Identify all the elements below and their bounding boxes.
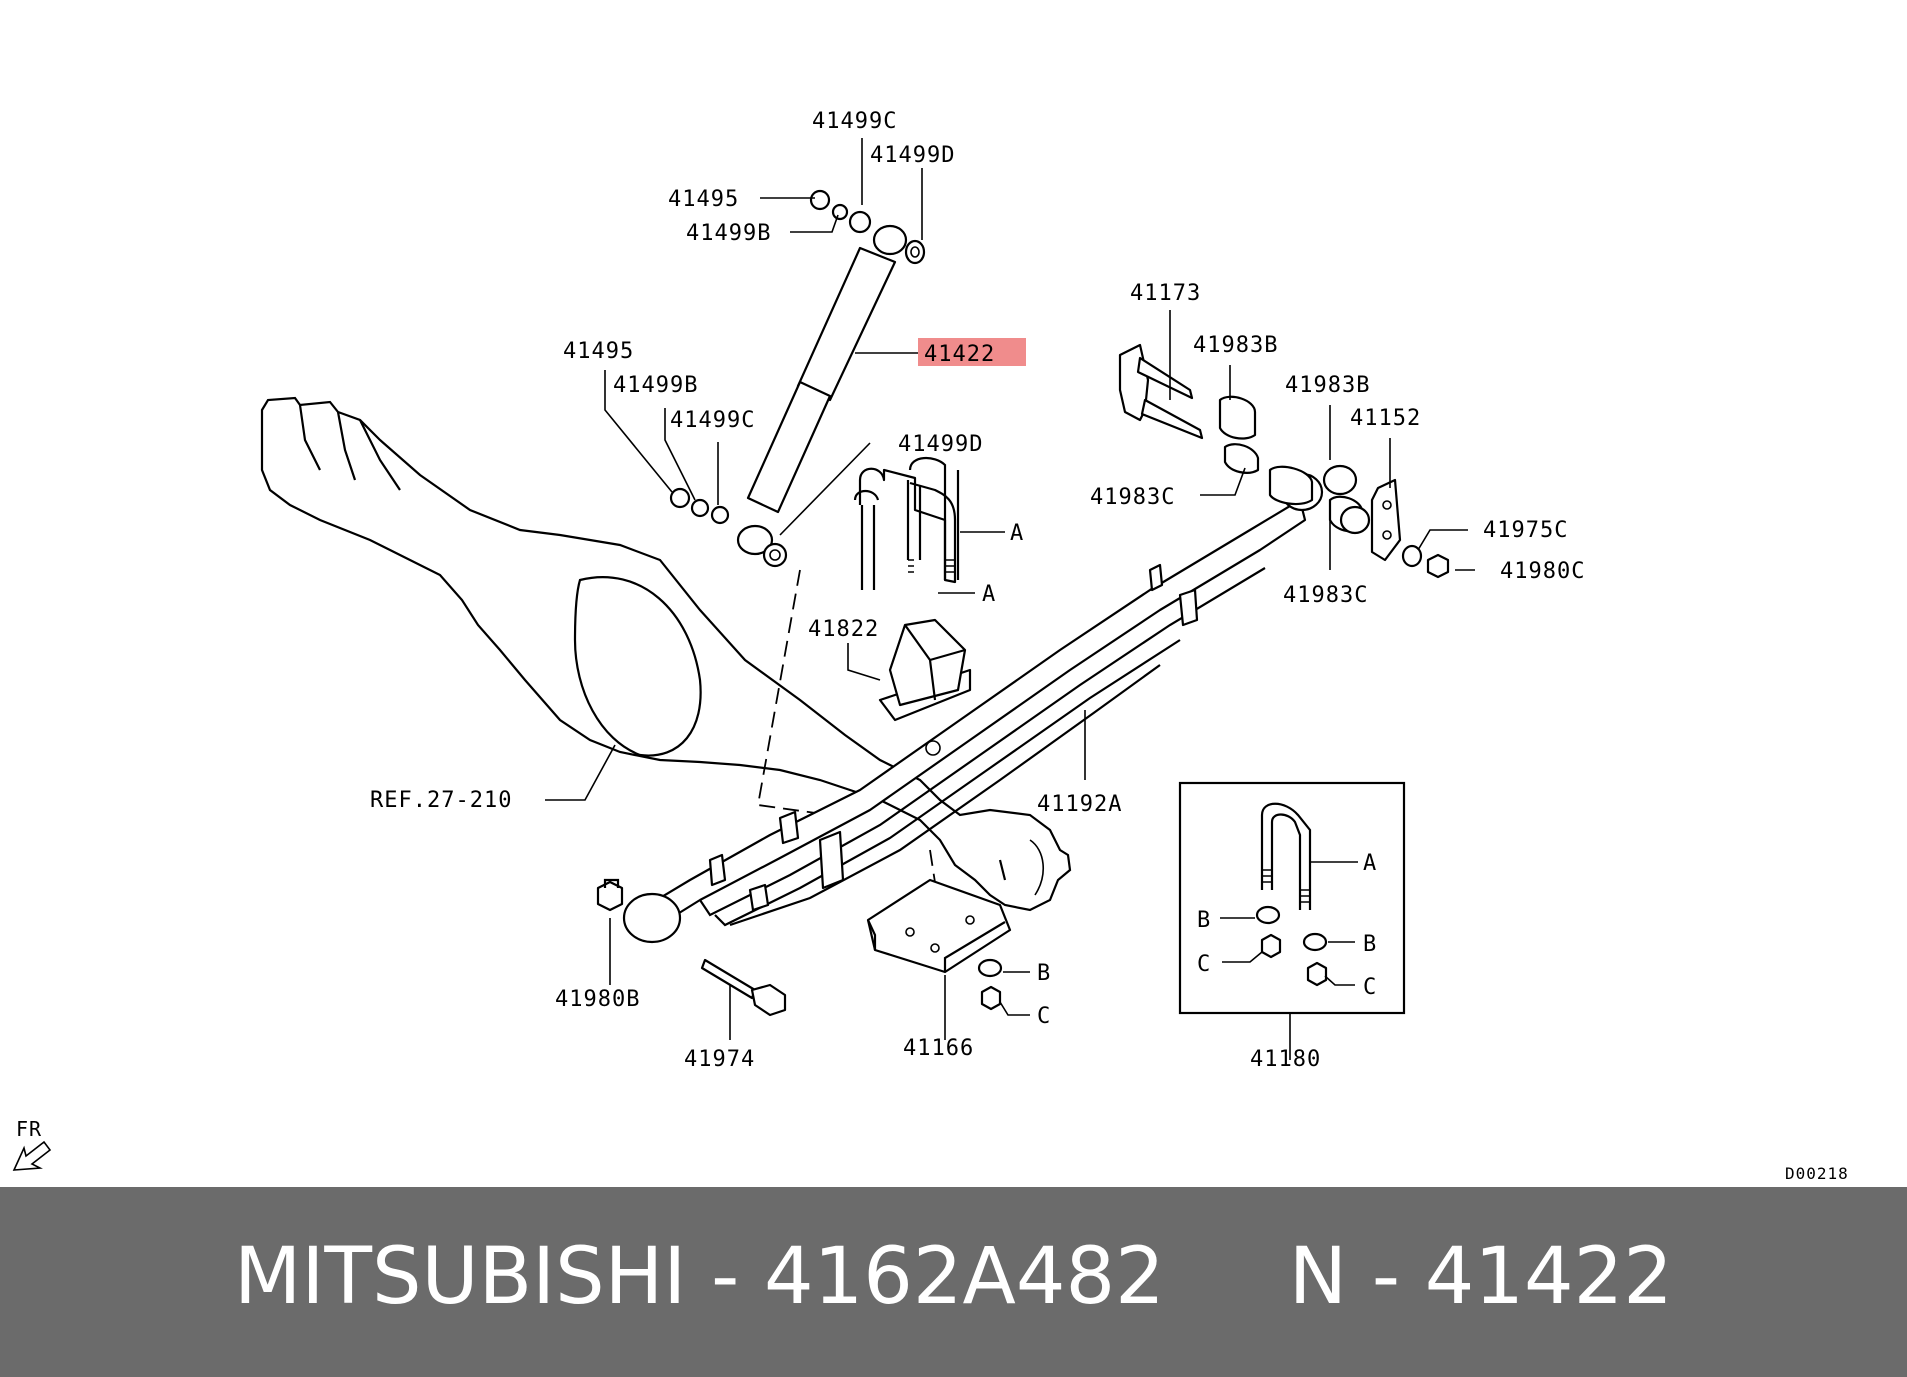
callout-41499B-top: 41499B [686,221,771,246]
callout-41422: 41422 [924,342,995,367]
callout-41180: 41180 [1250,1047,1321,1072]
callout-41166: 41166 [903,1036,974,1061]
callout-C-box-right: C [1363,975,1377,1000]
callout-41495-mid: 41495 [563,339,634,364]
callout-41152: 41152 [1350,406,1421,431]
front-shackle-parts [1118,343,1450,579]
callout-41173: 41173 [1130,281,1201,306]
callout-41983B-1: 41983B [1193,333,1278,358]
callout-C-box-left: C [1197,952,1211,977]
callout-B-main: B [1037,961,1051,986]
callout-41499B-mid: 41499B [613,373,698,398]
axle-housing [260,396,1072,912]
callout-C-main: C [1037,1004,1051,1029]
rear-bolt-and-nut [596,878,787,1017]
callout-41499D-top: 41499D [870,143,955,168]
callout-41980B: 41980B [555,987,640,1012]
drawing-code: D00218 [1785,1164,1849,1183]
callout-41983C-bottom: 41983C [1283,583,1368,608]
callout-A-2: A [982,582,996,607]
bump-stopper [878,618,972,722]
callout-41980C: 41980C [1500,559,1585,584]
footer-banner: MITSUBISHI - 4162A482 N - 41422 [0,1187,1907,1377]
shock-absorber [669,189,926,568]
callout-41499C-top: 41499C [812,109,897,134]
callout-41495-top: 41495 [668,187,739,212]
front-direction-indicator: FR [12,1117,52,1171]
callout-ref-27-210: REF.27-210 [370,788,512,813]
callout-41822: 41822 [808,617,879,642]
callout-41499C-mid: 41499C [670,408,755,433]
u-bolts [853,457,960,590]
callout-A-box: A [1363,851,1377,876]
fr-label: FR [16,1117,42,1141]
leaf-spring [622,472,1324,944]
callout-41975C: 41975C [1483,518,1568,543]
callout-B-box-left: B [1197,908,1211,933]
callout-41983B-2: 41983B [1285,373,1370,398]
spring-seat [866,878,1012,1011]
callout-41192A: 41192A [1037,792,1122,817]
callout-B-box-right: B [1363,932,1377,957]
callout-A-1: A [1010,521,1024,546]
leader-lines [545,138,1475,1060]
callout-41983C-left: 41983C [1090,485,1175,510]
front-arrow-icon [12,1140,52,1171]
highlighted-callout-background [918,338,1026,366]
callout-41974: 41974 [684,1047,755,1072]
callout-labels: 41499C 41499D 41495 41499B 41422 41495 4… [370,109,1585,1072]
callout-41499D-mid: 41499D [898,432,983,457]
footer-part-title: MITSUBISHI - 4162A482 N - 41422 [234,1232,1673,1322]
parts-diagram: 41499C 41499D 41495 41499B 41422 41495 4… [12,109,1849,1183]
